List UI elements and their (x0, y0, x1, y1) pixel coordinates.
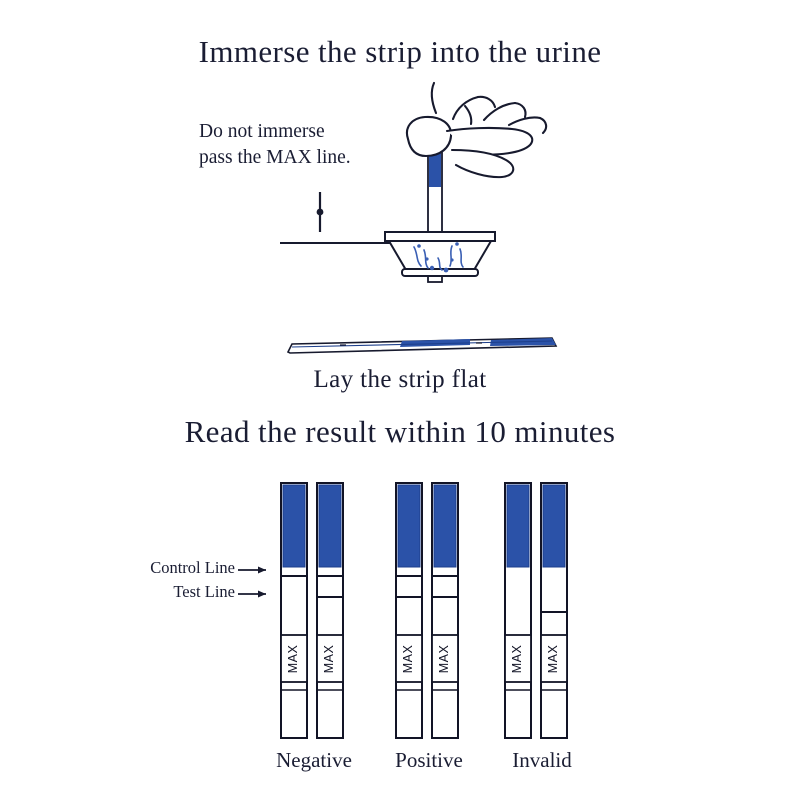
step-2-caption: Lay the strip flat (313, 366, 487, 393)
result-strip-invalid-1: MAX (504, 482, 532, 739)
test-line-arrow-icon (238, 590, 266, 598)
urine-liquid-splash (413, 242, 464, 273)
control-line-arrow-icon (238, 566, 266, 574)
result-strip-negative-1: MAX (280, 482, 308, 739)
result-caption-invalid: Invalid (512, 748, 572, 772)
strip-blue-pad (429, 141, 441, 187)
immerse-illustration (280, 81, 548, 283)
strip-absorbent-pad (282, 484, 306, 568)
max-label: MAX (401, 645, 415, 674)
warning-line-2: pass the MAX line. (199, 147, 351, 169)
specimen-cup-icon (384, 231, 496, 277)
max-level-marker-icon (316, 192, 324, 232)
max-window (504, 634, 532, 683)
strip-absorbent-pad (318, 484, 342, 568)
warning-line-1: Do not immerse (199, 121, 325, 142)
strip-absorbent-pad (506, 484, 530, 568)
result-strip-negative-2: MAX (316, 482, 344, 739)
result-strip-positive-1: MAX (395, 482, 423, 739)
strip-absorbent-pad (433, 484, 457, 568)
legend-arrows (238, 566, 266, 598)
max-window (395, 634, 423, 683)
flat-strip-illustration (286, 337, 558, 354)
step-1-title: Immerse the strip into the urine (198, 34, 602, 69)
result-group-negative: MAX MAX (280, 482, 344, 739)
result-group-invalid: MAX MAX (504, 482, 568, 739)
test-line-legend-label: Test Line (173, 582, 235, 601)
step-3-title: Read the result within 10 minutes (184, 414, 616, 449)
result-caption-negative: Negative (276, 748, 352, 772)
strip-absorbent-pad (542, 484, 566, 568)
max-label: MAX (546, 645, 560, 674)
max-window (431, 634, 459, 683)
max-label: MAX (286, 645, 300, 674)
result-caption-positive: Positive (395, 748, 463, 772)
max-window (316, 634, 344, 683)
result-group-positive: MAX MAX (395, 482, 459, 739)
max-label: MAX (510, 645, 524, 674)
max-label: MAX (437, 645, 451, 674)
result-strip-invalid-2: MAX (540, 482, 568, 739)
max-window (280, 634, 308, 683)
max-window (540, 634, 568, 683)
held-test-strip (427, 139, 443, 283)
strip-absorbent-pad (397, 484, 421, 568)
max-line-warning: Do not immerse pass the MAX line. (199, 119, 351, 172)
result-strip-positive-2: MAX (431, 482, 459, 739)
max-label: MAX (322, 645, 336, 674)
hand-icon (405, 81, 548, 179)
control-line-legend-label: Control Line (150, 558, 235, 577)
